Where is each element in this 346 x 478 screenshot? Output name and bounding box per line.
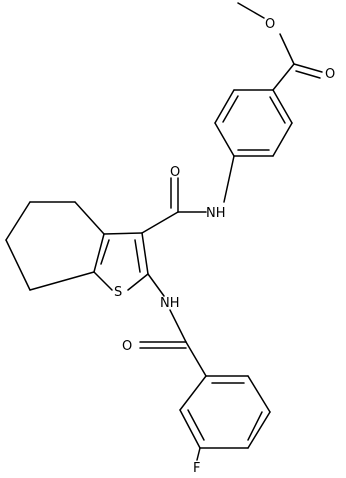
methyl-ester-group — [237, 2, 323, 91]
bond — [179, 409, 201, 449]
bond — [93, 271, 113, 291]
bond — [269, 96, 286, 124]
ester-carbonyl-oxygen-label: O — [325, 67, 335, 82]
bond — [187, 409, 205, 441]
bond — [279, 33, 295, 65]
lower-amide-oxygen-label: O — [122, 339, 132, 354]
benzoate-ring — [214, 89, 293, 157]
fluorophenyl-ring — [179, 375, 271, 461]
tetrahydrobenzothiophene — [5, 201, 149, 291]
bond — [127, 273, 149, 291]
bond — [93, 233, 105, 273]
bond — [247, 375, 271, 413]
bond — [141, 211, 179, 234]
bond — [293, 63, 323, 73]
bond — [179, 375, 207, 411]
bond — [272, 63, 295, 91]
upper-amide-nh-label: NH — [206, 206, 226, 221]
bond — [272, 89, 293, 124]
bond — [237, 2, 265, 19]
bond — [29, 271, 95, 291]
bond — [103, 232, 143, 235]
bond — [5, 239, 31, 291]
bond — [147, 273, 165, 297]
fluorine-label: F — [193, 461, 200, 476]
bond — [134, 239, 141, 273]
bond — [222, 95, 239, 123]
bond — [272, 122, 293, 157]
bond — [185, 341, 207, 377]
lower-amide-group — [139, 273, 207, 377]
bond — [141, 232, 149, 275]
bond — [247, 411, 271, 449]
thiophene-sulfur-label: S — [114, 285, 122, 300]
bond — [100, 239, 110, 265]
bond — [74, 201, 105, 235]
bond — [295, 70, 321, 79]
bond — [223, 155, 235, 203]
bond — [196, 447, 201, 461]
upper-amide-group — [141, 155, 235, 234]
bond — [5, 201, 31, 241]
ester-oxygen-label: O — [265, 17, 275, 32]
bond — [214, 89, 235, 124]
upper-amide-oxygen-label: O — [170, 165, 180, 180]
bond — [169, 309, 187, 343]
lower-amide-nh-label: NH — [160, 296, 180, 311]
bond — [214, 122, 235, 157]
bond — [247, 411, 263, 441]
